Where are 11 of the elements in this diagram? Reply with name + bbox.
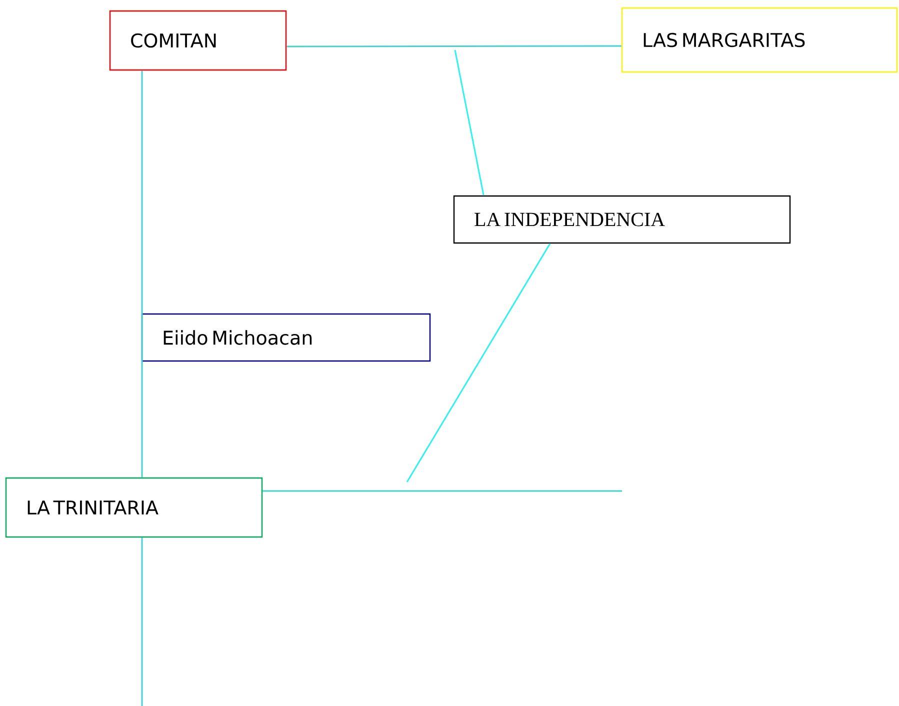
road-line bbox=[141, 538, 143, 706]
road-line bbox=[141, 70, 143, 478]
place-box: LA TRINITARIA bbox=[5, 477, 263, 538]
place-box: COMITAN bbox=[109, 10, 287, 71]
road-line bbox=[406, 243, 551, 482]
road-line bbox=[286, 45, 622, 48]
place-box: LAS MARGARITAS bbox=[621, 7, 898, 73]
place-box: LA INDEPENDENCIA bbox=[453, 195, 791, 244]
place-box: Eiido Michoacan bbox=[141, 313, 431, 362]
road-line bbox=[262, 490, 622, 492]
road-line bbox=[454, 50, 484, 196]
